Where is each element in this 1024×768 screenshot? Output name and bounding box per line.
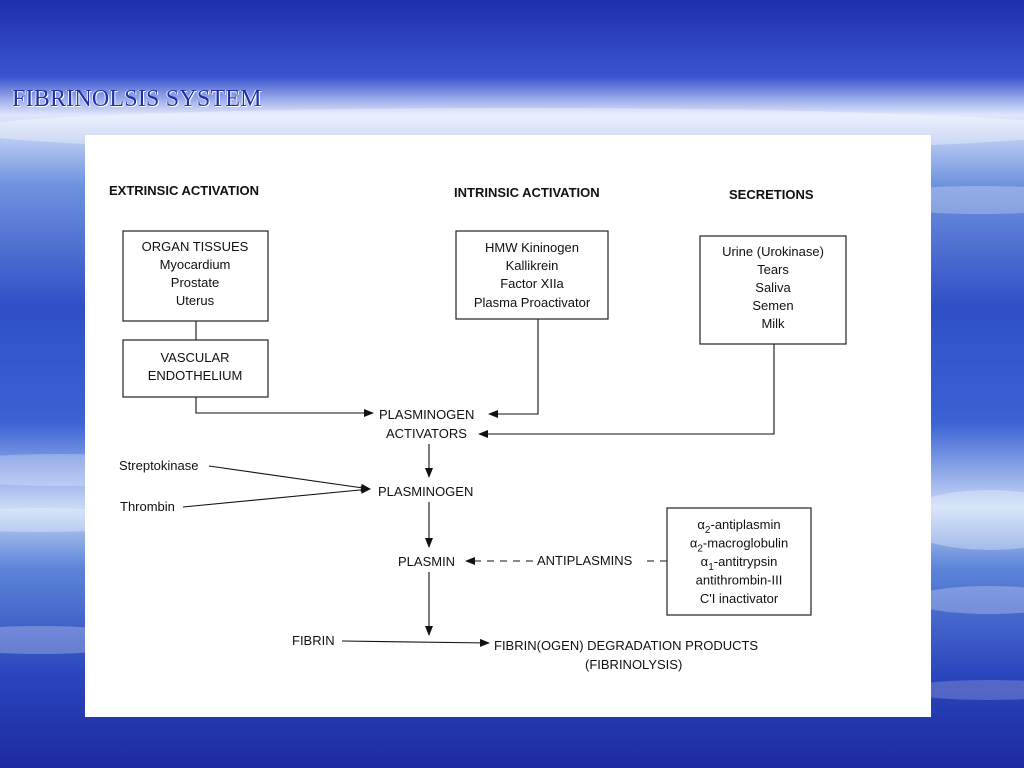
antiplasmin-list: α2-antiplasminα2-macroglobulinα1-antitry…	[690, 517, 788, 606]
intrinsic-factor-item: HMW Kininogen	[485, 240, 579, 255]
diagram-panel: EXTRINSIC ACTIVATION INTRINSIC ACTIVATIO…	[85, 135, 931, 717]
antiplasmin-item: α1-antitrypsin	[701, 554, 778, 573]
degradation-products-line1: FIBRIN(OGEN) DEGRADATION PRODUCTS	[494, 638, 758, 653]
degradation-products-line2: (FIBRINOLYSIS)	[585, 657, 682, 672]
organ-tissue-item: Myocardium	[160, 257, 231, 272]
antiplasmins-box	[666, 507, 812, 616]
antiplasmin-item: C'I inactivator	[700, 591, 779, 606]
intrinsic-factor-item: Factor XIIa	[500, 276, 564, 291]
organ-tissues-title: ORGAN TISSUES	[142, 239, 249, 254]
fibrin-to-products-arrow	[341, 638, 490, 647]
secretions-to-activators-arrow	[478, 344, 775, 438]
plasminogen-label: PLASMINOGEN	[378, 484, 473, 499]
antiplasmin-item: α2-macroglobulin	[690, 536, 788, 555]
fibrin-label: FIBRIN	[292, 633, 335, 648]
secretion-item: Semen	[752, 298, 793, 313]
antiplasmins-label: ANTIPLASMINS	[537, 553, 633, 568]
intrinsic-factor-item: Plasma Proactivator	[474, 295, 591, 310]
fibrinolysis-diagram: EXTRINSIC ACTIVATION INTRINSIC ACTIVATIO…	[109, 183, 847, 672]
thrombin-arrow	[182, 485, 371, 508]
organ-tissue-item: Prostate	[171, 275, 219, 290]
header-intrinsic: INTRINSIC ACTIVATION	[454, 185, 600, 200]
secretions-box	[699, 235, 847, 345]
vascular-endothelium-box	[122, 339, 269, 398]
antiplasmins-arrowhead	[465, 557, 475, 565]
intrinsic-factors-box	[455, 230, 609, 320]
intrinsic-to-activators-arrow	[488, 319, 539, 418]
endothelium-to-activators-arrow	[195, 397, 374, 417]
antiplasmin-item: α2-antiplasmin	[697, 517, 780, 536]
header-extrinsic: EXTRINSIC ACTIVATION	[109, 183, 259, 198]
header-secretions: SECRETIONS	[729, 187, 814, 202]
plasminogen-activators-line2: ACTIVATORS	[386, 426, 467, 441]
vascular-endothelium-line2: ENDOTHELIUM	[148, 368, 243, 383]
thrombin-label: Thrombin	[120, 499, 175, 514]
vascular-endothelium-line1: VASCULAR	[160, 350, 229, 365]
organ-tissues-box	[122, 230, 269, 322]
antiplasmin-item: antithrombin-III	[696, 573, 783, 588]
secretion-item: Urine (Urokinase)	[722, 244, 824, 259]
streptokinase-label: Streptokinase	[119, 458, 199, 473]
slide-title: FIBRINOLSIS SYSTEM	[12, 86, 262, 112]
secretion-item: Milk	[761, 316, 785, 331]
secretion-item: Saliva	[755, 280, 791, 295]
plasminogen-activators-line1: PLASMINOGEN	[379, 407, 474, 422]
plasmin-label: PLASMIN	[398, 554, 455, 569]
streptokinase-arrow	[208, 465, 371, 492]
intrinsic-factor-item: Kallikrein	[506, 258, 559, 273]
organ-tissue-item: Uterus	[176, 293, 215, 308]
secretion-item: Tears	[757, 262, 789, 277]
